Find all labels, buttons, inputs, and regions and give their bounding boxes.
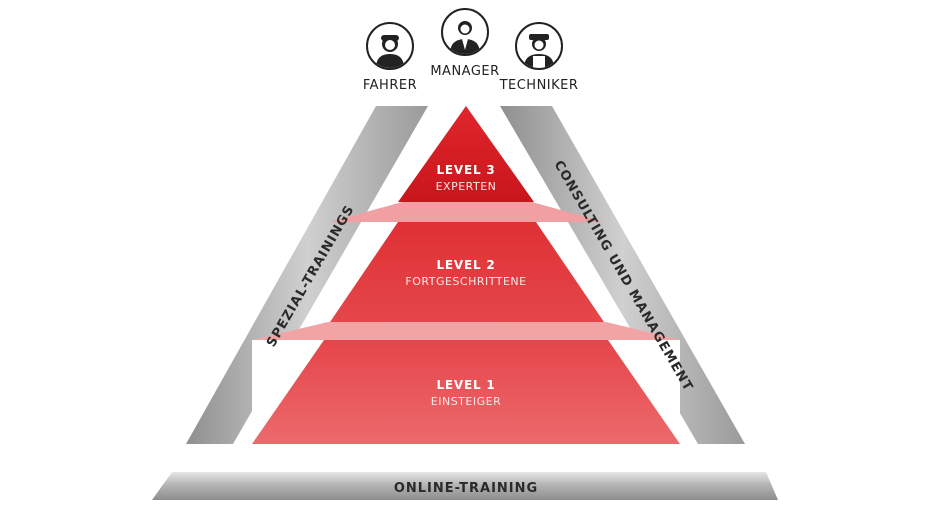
right-band <box>500 106 745 444</box>
technician-icon <box>515 22 563 70</box>
manager-icon <box>441 8 489 56</box>
level2-shape <box>330 222 604 322</box>
role-driver: FAHRER <box>345 22 435 93</box>
level2-title: LEVEL 2 <box>436 258 495 272</box>
level1-mask-right <box>608 340 680 444</box>
bottom-band <box>152 472 778 500</box>
level1-subtitle: EINSTEIGER <box>431 395 501 408</box>
role-technician: TECHNIKER <box>494 22 584 93</box>
level3-shape <box>398 106 534 202</box>
level1-shape <box>252 340 680 444</box>
role-manager: MANAGER <box>420 8 510 79</box>
role-label-manager: MANAGER <box>430 64 500 79</box>
level1-mask-left <box>252 340 324 444</box>
level1-title: LEVEL 1 <box>436 378 495 392</box>
level2-subtitle: FORTGESCHRITTENE <box>405 275 526 288</box>
bottom-band-label: ONLINE-TRAINING <box>394 481 538 496</box>
left-band <box>186 106 428 444</box>
level2-bevel <box>330 202 604 222</box>
level1-bevel <box>252 322 680 340</box>
role-label-driver: FAHRER <box>362 78 418 93</box>
level3-subtitle: EXPERTEN <box>436 180 497 193</box>
role-label-technician: TECHNIKER <box>499 78 579 93</box>
level3-title: LEVEL 3 <box>436 163 495 177</box>
driver-icon <box>366 22 414 70</box>
